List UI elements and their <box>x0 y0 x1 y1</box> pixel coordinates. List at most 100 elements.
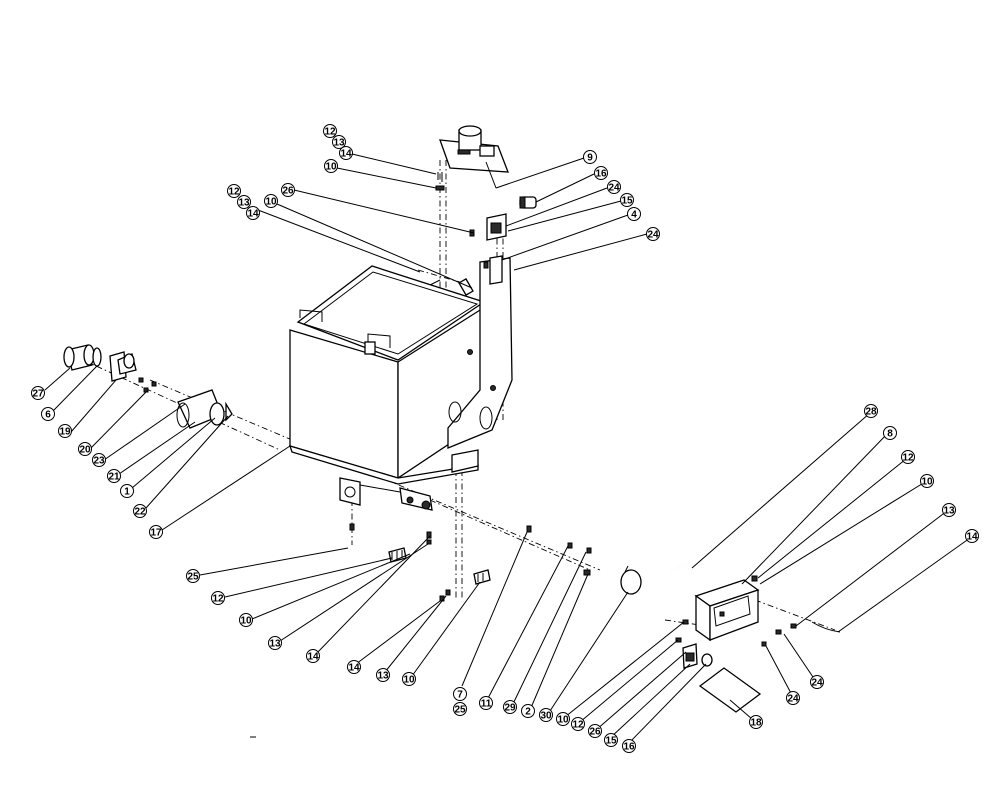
part-balloon: 22 <box>133 504 147 518</box>
right-tray-assembly <box>667 565 841 713</box>
svg-text:19: 19 <box>59 427 71 438</box>
svg-text:11: 11 <box>481 699 492 710</box>
svg-text:27: 27 <box>32 389 44 400</box>
left-filter-assembly <box>63 344 233 429</box>
part-balloon: 26 <box>281 183 295 197</box>
part-balloon: 14 <box>246 206 260 220</box>
svg-text:25: 25 <box>187 572 199 583</box>
bracket-part-4 <box>489 255 503 285</box>
svg-text:10: 10 <box>325 162 337 173</box>
part-balloon: 12 <box>323 124 337 138</box>
part-balloon: 11 <box>479 696 493 710</box>
part-balloon: 14 <box>339 146 353 160</box>
svg-text:26: 26 <box>589 727 601 738</box>
part-balloon: 15 <box>620 193 634 207</box>
part-balloon: 10 <box>920 474 934 488</box>
part-balloon: 14 <box>306 649 320 663</box>
svg-text:26: 26 <box>282 186 294 197</box>
svg-text:12: 12 <box>902 453 914 464</box>
svg-text:13: 13 <box>333 138 345 149</box>
part-balloon: 17 <box>149 525 163 539</box>
part-balloon: 10 <box>324 159 338 173</box>
svg-text:14: 14 <box>247 209 259 220</box>
part-balloon: 2 <box>521 704 535 718</box>
svg-text:7: 7 <box>457 690 463 701</box>
part-balloon: 10 <box>239 613 253 627</box>
part-balloon: 13 <box>332 135 346 149</box>
part-balloon: 25 <box>186 569 200 583</box>
svg-text:2: 2 <box>525 707 531 718</box>
part-balloon: 6 <box>41 407 55 421</box>
svg-text:22: 22 <box>134 507 146 518</box>
svg-text:14: 14 <box>348 663 360 674</box>
svg-text:16: 16 <box>595 169 607 180</box>
part-balloon: 13 <box>237 195 251 209</box>
svg-text:28: 28 <box>865 407 877 418</box>
part-balloon: 30 <box>539 708 553 722</box>
part-balloon: 19 <box>58 424 72 438</box>
part-balloon: 12 <box>227 184 241 198</box>
part-balloon: 15 <box>604 733 618 747</box>
svg-text:10: 10 <box>557 715 569 726</box>
svg-text:23: 23 <box>93 456 105 467</box>
part-balloon: 13 <box>268 636 282 650</box>
part-balloon: 10 <box>264 194 278 208</box>
svg-text:25: 25 <box>454 705 466 716</box>
svg-text:13: 13 <box>943 506 955 517</box>
svg-text:24: 24 <box>608 183 620 194</box>
svg-text:14: 14 <box>966 532 978 543</box>
part-number-balloons: 12 13 14 10 9 16 24 15 4 24 26 12 13 14 … <box>31 124 979 753</box>
part-balloon: 24 <box>786 691 800 705</box>
part-balloon: 13 <box>942 503 956 517</box>
part-balloon: 10 <box>402 672 416 686</box>
part-balloon: 8 <box>883 426 897 440</box>
svg-text:16: 16 <box>623 742 635 753</box>
part-balloon: 12 <box>571 717 585 731</box>
svg-text:10: 10 <box>403 675 415 686</box>
svg-text:12: 12 <box>324 127 336 138</box>
part-balloon: 20 <box>78 442 92 456</box>
svg-text:15: 15 <box>621 196 633 207</box>
svg-text:30: 30 <box>540 711 552 722</box>
part-balloon: 26 <box>588 724 602 738</box>
part-balloon: 12 <box>211 591 225 605</box>
svg-text:15: 15 <box>605 736 617 747</box>
part-balloon: 7 <box>453 687 467 701</box>
part-balloon: 4 <box>627 207 641 221</box>
part-balloon: 16 <box>622 739 636 753</box>
svg-text:24: 24 <box>811 678 823 689</box>
part-balloon: 21 <box>107 469 121 483</box>
svg-text:29: 29 <box>504 703 516 714</box>
svg-text:9: 9 <box>587 153 593 164</box>
svg-text:24: 24 <box>647 230 659 241</box>
part-balloon: 12 <box>901 450 915 464</box>
svg-text:4: 4 <box>631 210 637 221</box>
svg-text:1: 1 <box>124 487 130 498</box>
svg-text:17: 17 <box>150 528 162 539</box>
svg-text:10: 10 <box>921 477 933 488</box>
part-balloon: 14 <box>347 660 361 674</box>
svg-text:6: 6 <box>45 410 51 421</box>
svg-text:10: 10 <box>240 616 252 627</box>
part-balloon: 29 <box>503 700 517 714</box>
bottom-fasteners <box>349 523 642 602</box>
svg-text:18: 18 <box>750 718 762 729</box>
part-balloon: 18 <box>749 715 763 729</box>
svg-text:14: 14 <box>307 652 319 663</box>
fasteners-top <box>435 172 489 269</box>
plug-cap-top <box>519 196 537 209</box>
svg-text:8: 8 <box>887 429 893 440</box>
part-balloon: 14 <box>965 529 979 543</box>
part-balloon: 1 <box>120 484 134 498</box>
part-balloon: 9 <box>583 150 597 164</box>
part-balloon: 28 <box>864 404 878 418</box>
svg-text:13: 13 <box>377 671 389 682</box>
svg-text:13: 13 <box>238 198 250 209</box>
svg-text:13: 13 <box>269 639 281 650</box>
svg-text:10: 10 <box>265 197 277 208</box>
svg-text:12: 12 <box>572 720 584 731</box>
svg-text:20: 20 <box>79 445 91 456</box>
svg-text:14: 14 <box>340 149 352 160</box>
part-balloon: 13 <box>376 668 390 682</box>
svg-text:12: 12 <box>228 187 240 198</box>
